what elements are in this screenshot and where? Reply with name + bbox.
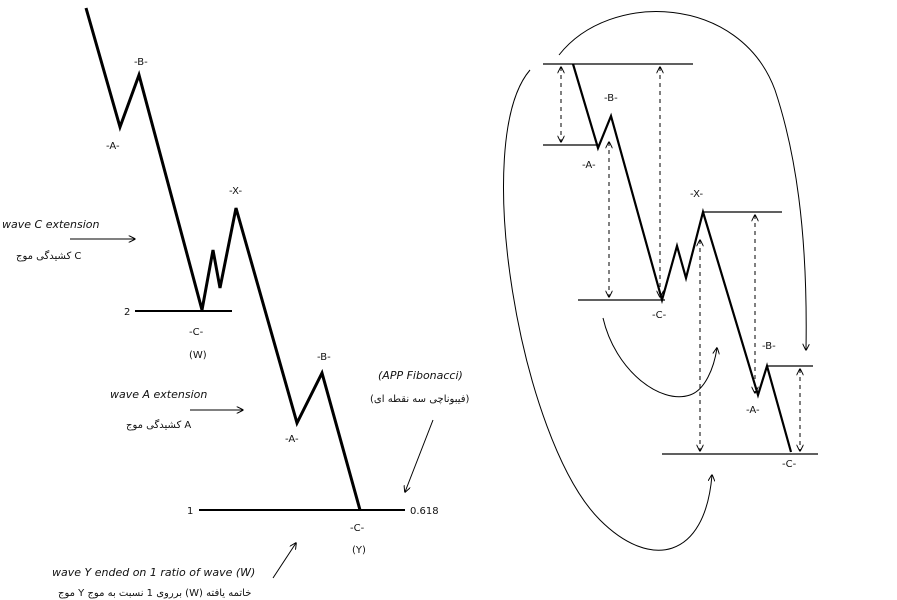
wave-a-extension-fa-text: کشیدگی موج A (126, 419, 191, 431)
right-label-b1: -B- (604, 93, 618, 104)
app-fibonacci-text: (APP Fibonacci) (378, 369, 463, 382)
wave-y-ended-text: wave Y ended on 1 ratio of wave (W) (52, 566, 255, 579)
right-wave-path (571, 63, 793, 453)
curve-inner (602, 317, 717, 398)
right-label-c1: -C- (652, 310, 667, 321)
wave-y-ended-arrow (272, 543, 296, 579)
wave-c-extension-fa-text: کشیدگی موج C (16, 250, 81, 262)
left-label-y: (Y) (352, 545, 366, 556)
level-1-label: 1 (187, 506, 193, 517)
left-label-a2: -A- (285, 434, 299, 445)
left-label-b1: -B- (134, 57, 148, 68)
left-label-c1: -C- (189, 327, 204, 338)
curve-outer-right (558, 11, 806, 350)
wave-c-extension-text: wave C extension (2, 218, 100, 231)
right-label-a1: -A- (582, 160, 596, 171)
wave-a-extension-text: wave A extension (110, 388, 207, 401)
fib-value-label: 0.618 (410, 506, 439, 517)
right-label-x: -X- (690, 189, 703, 200)
left-label-b2: -B- (317, 352, 331, 363)
left-label-w: (W) (189, 350, 207, 361)
wave-y-ended-fa-text: موج Y برروی 1 نسبت به موج (W) خاتمه یافت… (58, 588, 251, 599)
app-fibonacci-fa-text: (فیبوناچی سه نقطه ای) (370, 394, 470, 405)
right-label-c2: -C- (782, 459, 797, 470)
left-label-x: -X- (229, 186, 242, 197)
level-2-label: 2 (124, 307, 130, 318)
left-label-a1: -A- (106, 141, 120, 152)
left-wave-path (84, 7, 362, 511)
curve-outer-left (503, 69, 712, 551)
right-label-b2: -B- (762, 341, 776, 352)
right-label-a2: -A- (746, 405, 760, 416)
left-panel: -B- -A- -X- -C- (W) -B- -A- -C- (Y) 2 1 … (2, 7, 470, 599)
right-panel: -B- -A- -X- -C- -B- -A- -C- (503, 11, 818, 551)
left-label-c2: -C- (350, 523, 365, 534)
app-fibonacci-arrow (405, 419, 434, 492)
